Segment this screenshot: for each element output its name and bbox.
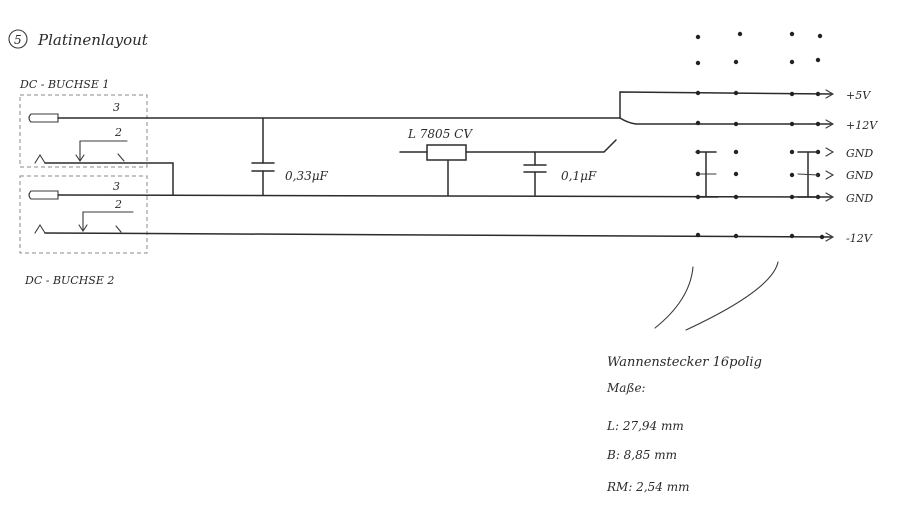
jack1-switch-arrow <box>75 154 85 162</box>
pin-dot <box>695 120 701 126</box>
jack1-outline <box>19 94 148 168</box>
rail-arrow <box>825 192 835 202</box>
capacitor-input: 0,33μF <box>251 162 329 183</box>
rail-label-neg12v: -12V <box>846 232 873 245</box>
capacitor-output: 0,1μF <box>523 164 597 183</box>
rail-label-gnd-1: GND <box>846 147 873 160</box>
jack1-pin-switch-number: 2 <box>114 126 122 139</box>
rail-arrow <box>825 170 835 180</box>
regulator-label: L 7805 CV <box>407 127 473 141</box>
pin-dot <box>695 34 701 40</box>
pin-dot <box>789 121 795 127</box>
rail-label-gnd-3: GND <box>846 192 873 205</box>
pin-dot <box>733 90 739 96</box>
connector-dims-title: Maße: <box>606 381 646 395</box>
jack2-tip-contact <box>28 190 59 200</box>
pin-dot <box>817 33 823 39</box>
jack2-switch-arrow <box>78 224 88 232</box>
connector-length: L: 27,94 mm <box>606 419 684 433</box>
rail-arrow <box>825 147 835 157</box>
rail-arrow <box>825 232 835 242</box>
dc-jack-2: 3 2 DC - BUCHSE 2 <box>19 175 148 287</box>
connector-width: B: 8,85 mm <box>606 448 677 462</box>
jack2-pin-switch-number: 2 <box>114 198 122 211</box>
wire-neg12v <box>44 232 833 238</box>
jack2-switch-arm <box>82 211 134 231</box>
wire-reg-out <box>465 139 617 153</box>
jack1-label: DC - BUCHSE 1 <box>19 78 109 91</box>
pin-dot <box>789 194 795 200</box>
rail-arrow <box>825 89 835 99</box>
jack1-switch-tick <box>117 153 125 162</box>
jack1-tip-contact <box>28 113 59 123</box>
rail-label-gnd-2: GND <box>846 169 873 182</box>
rail-label-5v: +5V <box>846 89 871 102</box>
title-number: 5 <box>14 33 22 47</box>
regulator-body <box>426 144 467 161</box>
jack1-pin-tip-number: 3 <box>113 101 120 114</box>
pin-dot <box>733 59 739 65</box>
pin-dot <box>789 233 795 239</box>
cap-out-label: 0,1μF <box>561 169 597 183</box>
sheet-title: 5 Platinenlayout <box>8 29 149 49</box>
pin-dot <box>815 91 821 97</box>
jack2-switch-contact <box>34 223 46 234</box>
pin-dot <box>733 194 739 200</box>
pin-dot <box>789 31 795 37</box>
pin-dot <box>695 232 701 238</box>
title-number-circle <box>8 29 28 49</box>
rail-arrow <box>825 119 835 129</box>
pin-dot <box>819 234 825 240</box>
jack2-pin-tip-number: 3 <box>113 180 120 193</box>
connector-pitch: RM: 2,54 mm <box>606 480 689 494</box>
rail-label-12v: +12V <box>846 119 878 132</box>
wiring <box>44 91 833 238</box>
annotation-leaders <box>654 261 779 331</box>
jack2-label: DC - BUCHSE 2 <box>24 274 114 287</box>
title-text: Platinenlayout <box>37 31 149 49</box>
connector-annotation: Wannenstecker 16polig Maße: L: 27,94 mm … <box>606 355 762 494</box>
pin-dot <box>789 172 795 178</box>
leader-line-left <box>654 266 694 329</box>
connector-pins <box>695 31 835 242</box>
pin-dot <box>789 149 795 155</box>
pin-dot <box>737 31 743 37</box>
jack2-switch-tick <box>115 225 122 233</box>
jack1-switch-arm <box>79 140 128 161</box>
gnd-bridge-mid <box>697 173 819 176</box>
connector-name: Wannenstecker 16polig <box>607 355 762 370</box>
dc-jack-1: DC - BUCHSE 1 3 2 <box>19 78 148 168</box>
wire-12v-to-rail <box>619 117 833 125</box>
pin-dot <box>815 57 821 63</box>
cap-in-label: 0,33μF <box>285 169 329 183</box>
wire-gnd-jack1 <box>44 162 174 196</box>
pin-dot <box>733 171 739 177</box>
pin-dot <box>789 91 795 97</box>
pin-dot <box>733 121 739 127</box>
rail-labels: +5V +12V GND GND GND -12V <box>846 89 878 245</box>
jack2-outline <box>19 175 148 254</box>
jack1-switch-contact <box>34 153 46 164</box>
pin-dot <box>695 60 701 66</box>
pin-dot <box>733 233 739 239</box>
regulator-7805: L 7805 CV <box>407 127 473 161</box>
pin-dot <box>789 59 795 65</box>
pin-dot <box>733 149 739 155</box>
pin-dot <box>695 90 701 96</box>
leader-line-right <box>685 261 779 331</box>
pin-dot <box>815 121 821 127</box>
wire-12v-crossover <box>619 91 833 119</box>
